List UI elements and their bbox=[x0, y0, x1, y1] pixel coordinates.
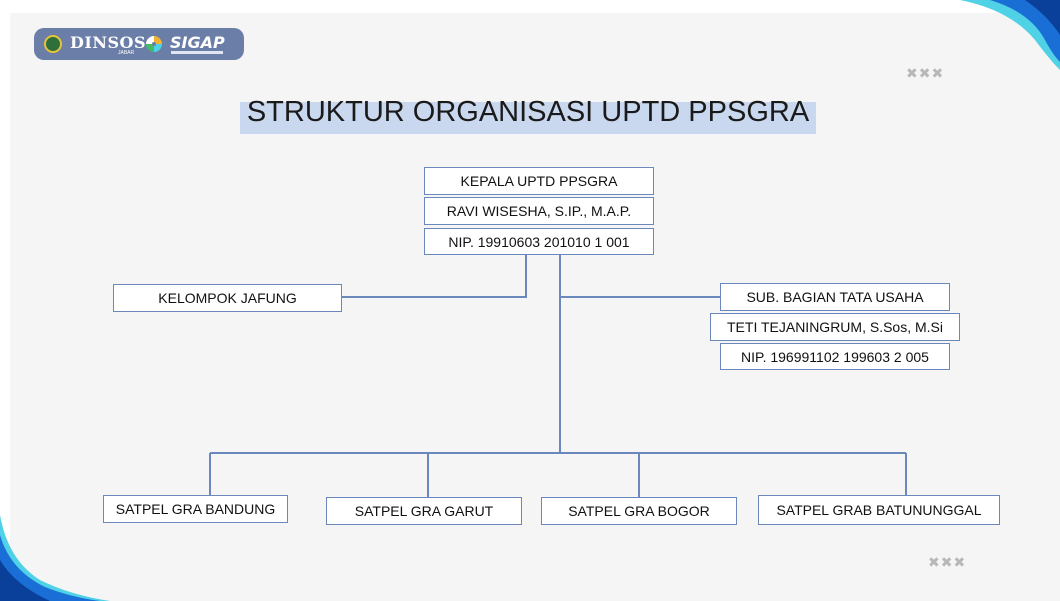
west-java-emblem-icon bbox=[44, 35, 62, 53]
jafung-box: KELOMPOK JAFUNG bbox=[113, 284, 342, 312]
decorative-x-marks-top: ✖✖✖ bbox=[906, 66, 945, 82]
page-title: STRUKTUR ORGANISASI UPTD PPSGRA bbox=[246, 96, 810, 128]
connector-head-to-jafung bbox=[342, 254, 527, 298]
logo-jabar-text: JABAR bbox=[118, 50, 135, 56]
dinsos-sigap-logo: DINSOS JABAR SIGAP bbox=[34, 28, 244, 60]
logo-sigap-text: SIGAP bbox=[170, 33, 225, 52]
satpel-batununggal-box: SATPEL GRAB BATUNUNGGAL bbox=[758, 495, 1000, 525]
head-nip-box: NIP. 19910603 201010 1 001 bbox=[424, 228, 654, 255]
head-position-box: KEPALA UPTD PPSGRA bbox=[424, 167, 654, 195]
logo-sigap-tagline-bar bbox=[171, 51, 223, 54]
satpel-bogor-box: SATPEL GRA BOGOR bbox=[541, 497, 737, 525]
title-highlight-band bbox=[240, 102, 816, 134]
tata-usaha-nip-box: NIP. 196991102 199603 2 005 bbox=[720, 343, 950, 370]
head-name-box: RAVI WISESHA, S.IP., M.A.P. bbox=[424, 197, 654, 225]
decorative-x-marks-bottom: ✖✖✖ bbox=[928, 555, 967, 571]
corner-wave-bottom-left bbox=[0, 515, 110, 601]
logo-dinsos-text: DINSOS bbox=[70, 33, 147, 52]
corner-wave-top-right bbox=[960, 0, 1060, 70]
sigap-swirl-icon bbox=[146, 36, 162, 52]
tata-usaha-position-box: SUB. BAGIAN TATA USAHA bbox=[720, 283, 950, 311]
satpel-bandung-box: SATPEL GRA BANDUNG bbox=[103, 495, 288, 523]
tata-usaha-name-box: TETI TEJANINGRUM, S.Sos, M.Si bbox=[710, 313, 960, 341]
satpel-garut-box: SATPEL GRA GARUT bbox=[326, 497, 522, 525]
